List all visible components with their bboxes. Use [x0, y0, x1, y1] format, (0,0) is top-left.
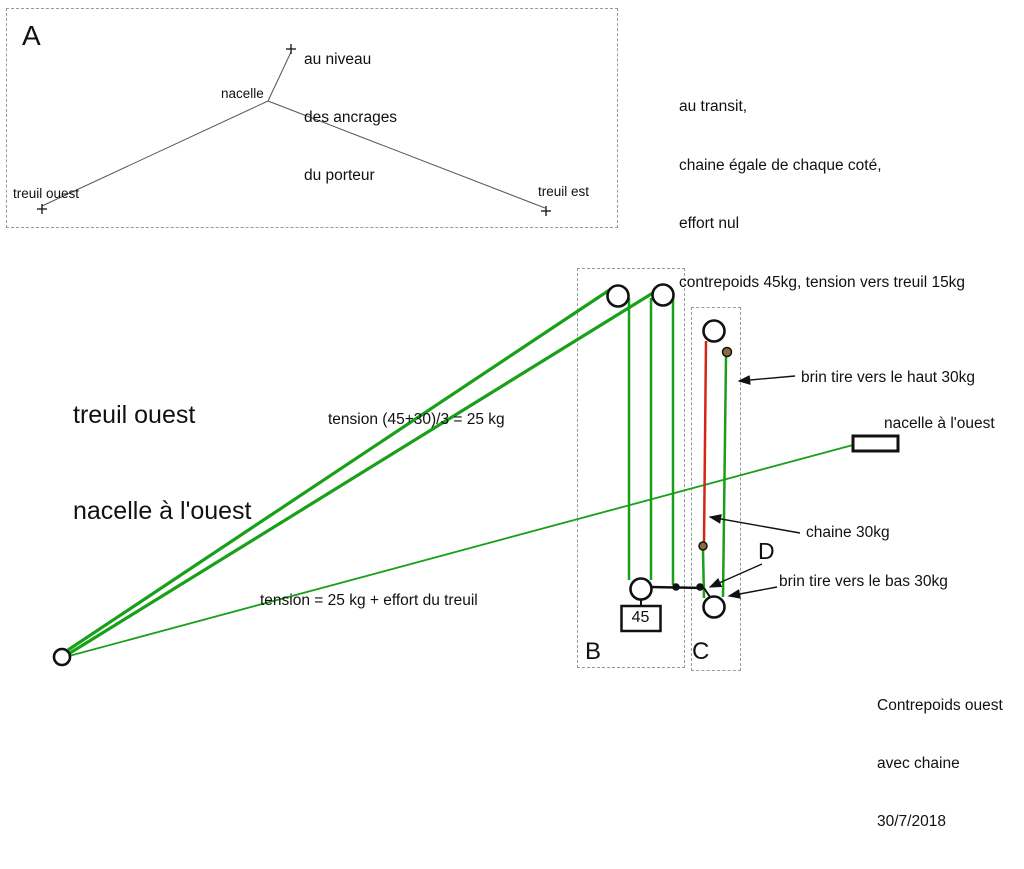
chain-end-dot — [698, 541, 708, 551]
transit-note-line: au transit, — [679, 98, 748, 115]
chaine-label: chaine 30kg — [806, 524, 890, 541]
arrow-brin-haut — [737, 375, 796, 385]
d-label: D — [758, 538, 775, 564]
transit-note-line: effort nul — [679, 215, 740, 232]
panel-a-label: A — [22, 20, 41, 51]
anchor-cross-mark — [286, 44, 296, 54]
anchor-note-line: des ancrages — [304, 109, 398, 126]
nacelle-label: nacelle — [221, 86, 264, 101]
rope-anchor-circle — [721, 346, 733, 358]
footer-line: Contrepoids ouest — [877, 697, 1003, 714]
panel-a-frame — [6, 8, 618, 228]
c-label: C — [692, 638, 710, 665]
footer-note: Contrepoids ouest avec chaine 30/7/2018 — [877, 659, 1003, 869]
attachment-dot-2 — [696, 583, 704, 591]
treuil-ouest-label: treuil ouest — [13, 186, 80, 201]
tension-upper-label: tension (45+30)/3 = 25 kg — [328, 411, 505, 428]
arrow-d-pointer — [708, 563, 763, 588]
a-line-nacelle-to-treuil-ouest — [41, 100, 269, 207]
a-line-nacelle-to-anchor — [267, 51, 292, 102]
footer-line: avec chaine — [877, 755, 960, 772]
brin-bas-label: brin tire vers le bas 30kg — [779, 573, 948, 590]
anchor-note-line: du porteur — [304, 167, 375, 184]
rope-c-up — [721, 356, 728, 598]
rope-winch-to-pulley-left — [67, 287, 612, 652]
main-title: treuil ouest nacelle à l'ouest — [73, 338, 252, 588]
main-title-line: treuil ouest — [73, 401, 196, 429]
anchor-note: au niveau des ancrages du porteur — [304, 13, 397, 223]
nacelle-ouest-label: nacelle à l'ouest — [884, 415, 995, 432]
pulley-b-bottom — [629, 577, 653, 601]
transit-note: au transit, chaine égale de chaque coté,… — [679, 60, 965, 330]
counterweight-box — [620, 604, 662, 633]
anchor-note-line: au niveau — [304, 51, 372, 68]
rope-winch-to-nacelle — [68, 444, 854, 657]
pulley-b-top-left — [606, 284, 630, 308]
pulley-b-top-right — [651, 283, 675, 307]
arrow-chaine — [708, 514, 801, 534]
treuil-ouest-cross-mark — [37, 204, 47, 214]
main-title-line: nacelle à l'ouest — [73, 497, 252, 525]
footer-line: 30/7/2018 — [877, 813, 946, 830]
rope-c-down — [701, 549, 706, 599]
transit-note-line: contrepoids 45kg, tension vers treuil 15… — [679, 273, 966, 291]
b-label: B — [585, 638, 602, 665]
pulley-c-top — [702, 319, 726, 343]
transit-note-line: chaine égale de chaque coté, — [679, 156, 882, 174]
diagram-drawing — [37, 44, 900, 667]
winch-circle — [52, 647, 72, 667]
attachment-dot-1 — [672, 583, 680, 591]
chain-line — [702, 340, 708, 544]
a-line-nacelle-to-treuil-est — [267, 100, 546, 209]
pulley-block-b-frame — [577, 268, 685, 668]
brin-haut-label: brin tire vers le haut 30kg — [801, 369, 976, 386]
tension-lower-label: tension = 25 kg + effort du treuil — [260, 592, 478, 609]
arrow-brin-bas — [727, 586, 778, 599]
rope-winch-to-pulley-right — [69, 289, 657, 655]
nacelle-box — [851, 434, 900, 453]
counterweight-value: 45 — [631, 609, 650, 626]
pulley-c-bottom — [702, 595, 726, 619]
treuil-est-label: treuil est — [538, 184, 590, 199]
treuil-est-cross-mark — [541, 206, 551, 216]
diagram-canvas: A au niveau des ancrages du porteur nace… — [6, 8, 1003, 830]
